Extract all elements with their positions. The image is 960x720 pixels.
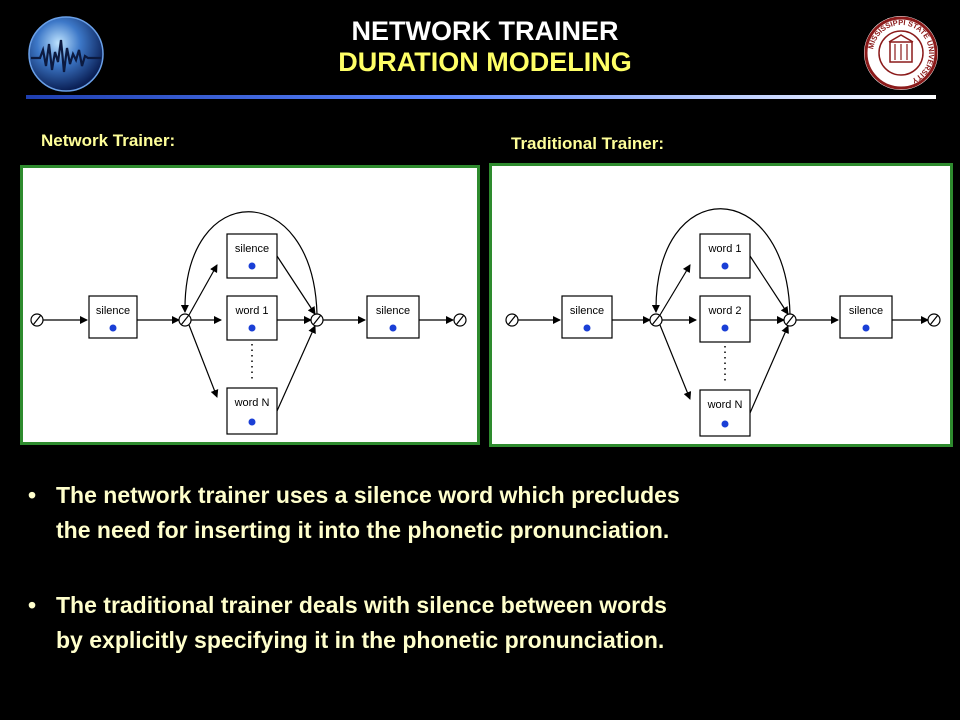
state-label: silence <box>849 305 883 317</box>
bullet-list: • The network trainer uses a silence wor… <box>28 478 948 698</box>
bullet-text-line: by explicitly specifying it in the phone… <box>56 627 665 653</box>
bullet-item: • The network trainer uses a silence wor… <box>28 478 948 548</box>
bullet-dot: • <box>28 592 37 618</box>
bullet-dot: • <box>28 482 37 508</box>
globe-waveform-logo-icon <box>26 14 106 94</box>
network-wordN-state: word N <box>226 387 278 435</box>
split-null-node <box>649 313 663 327</box>
traditional-trainer-label: Traditional Trainer: <box>511 134 665 153</box>
network-trainer-label: Network Trainer: <box>41 131 176 150</box>
state-label: silence <box>376 305 410 317</box>
bullet-text-line: the need for inserting it into the phone… <box>56 517 670 543</box>
network-end-silence-state: silence <box>366 295 420 339</box>
traditional-word2-state: word 2 <box>699 295 751 343</box>
bullet-text-line: The network trainer uses a silence word … <box>56 482 680 508</box>
start-null-node <box>505 313 519 327</box>
join-null-node <box>783 313 797 327</box>
network-start-silence-state: silence <box>88 295 138 339</box>
network-trainer-diagram: silence silence word 1 word N <box>20 165 480 445</box>
page-title: NETWORK TRAINER <box>351 16 619 46</box>
end-null-node <box>927 313 941 327</box>
traditional-start-silence-state: silence <box>561 295 613 339</box>
traditional-trainer-diagram: silence word 1 word 2 word N <box>489 163 953 447</box>
network-top-silence-state: silence <box>226 233 278 279</box>
traditional-wordN-state: word N <box>699 389 751 437</box>
start-null-node <box>30 313 44 327</box>
title-block: NETWORK TRAINER DURATION MODELING <box>0 16 960 78</box>
header-divider <box>26 95 936 99</box>
state-label: silence <box>96 305 130 317</box>
state-label: word 2 <box>707 305 741 317</box>
state-label: silence <box>570 305 604 317</box>
network-word1-state: word 1 <box>226 295 278 341</box>
join-null-node <box>310 313 324 327</box>
end-null-node <box>453 313 467 327</box>
traditional-word1-state: word 1 <box>699 233 751 279</box>
state-label: word N <box>234 397 270 409</box>
mississippi-state-university-seal-icon: MISSISSIPPI STATE UNIVERSITY <box>862 14 940 92</box>
page-subtitle: DURATION MODELING <box>338 47 632 77</box>
bullet-item: • The traditional trainer deals with sil… <box>28 588 948 658</box>
state-label: word 1 <box>234 305 268 317</box>
state-label: word N <box>707 399 743 411</box>
state-label: silence <box>235 243 269 255</box>
bullet-text-line: The traditional trainer deals with silen… <box>56 592 667 618</box>
split-null-node <box>178 313 192 327</box>
state-label: word 1 <box>707 243 741 255</box>
traditional-end-silence-state: silence <box>839 295 893 339</box>
